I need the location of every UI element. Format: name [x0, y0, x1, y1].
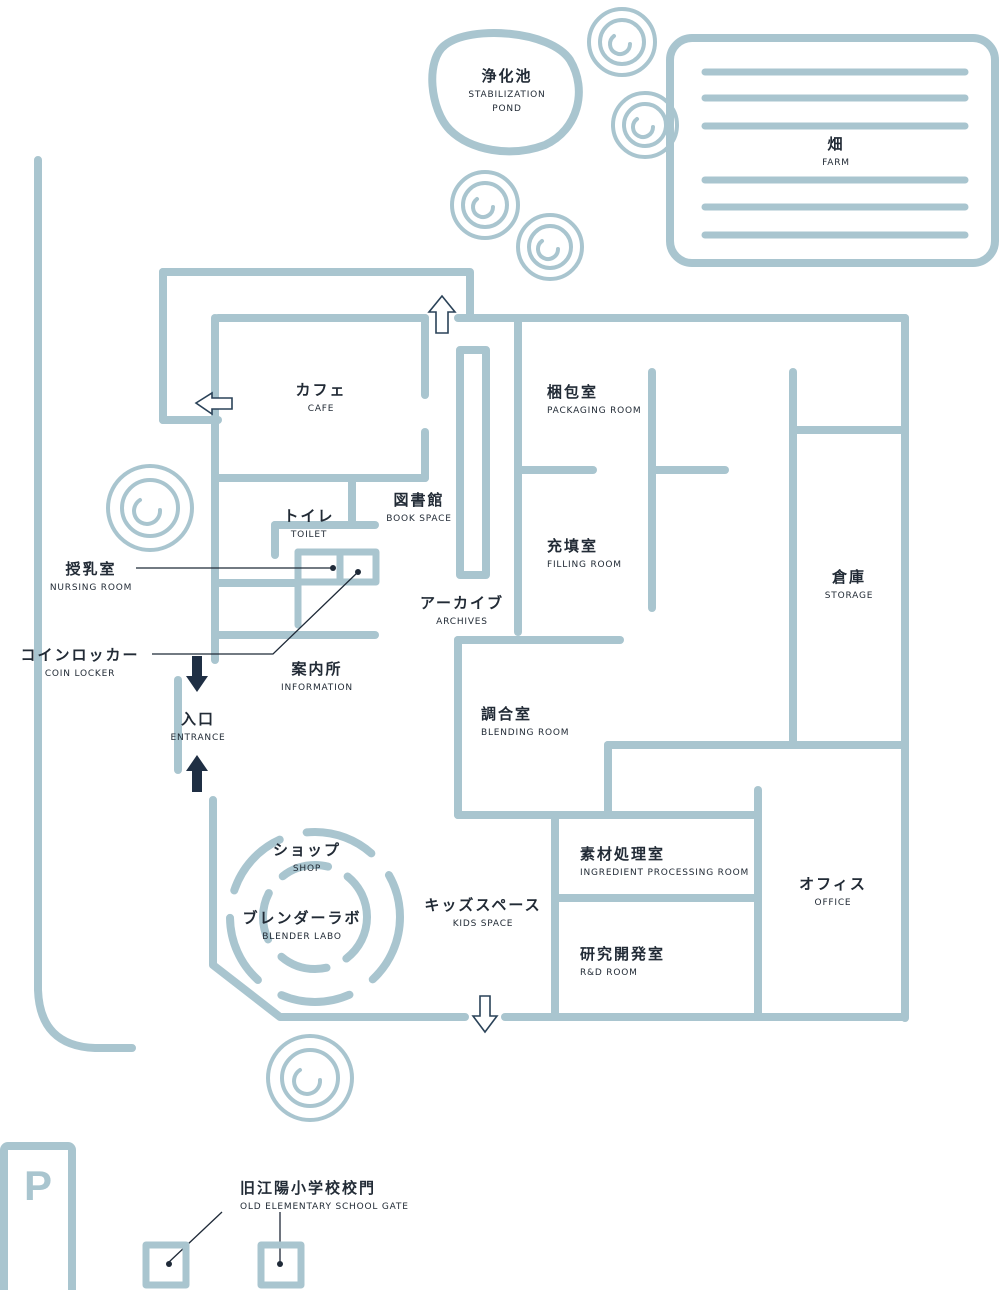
storage-label-en: STORAGE	[824, 591, 874, 601]
entrance-label-ja: 入口	[180, 710, 216, 728]
tree-icon	[106, 464, 194, 552]
blending-label: 調合室 BLENDING ROOM	[481, 704, 569, 740]
book-label: 図書館 BOOK SPACE	[386, 490, 451, 526]
entrance-label: 入口 ENTRANCE	[170, 709, 225, 745]
book-label-en: BOOK SPACE	[386, 514, 452, 524]
arrow-down-icon	[471, 995, 499, 1034]
gate-posts	[142, 1241, 305, 1289]
arrow-up-icon	[427, 294, 457, 334]
pond-label: 浄化池 STABILIZATION POND	[468, 66, 545, 116]
locker-label-ja: コインロッカー	[20, 646, 140, 664]
toilet-label-ja: トイレ	[283, 507, 335, 525]
parking-icon: P	[0, 1142, 76, 1290]
filling-label: 充填室 FILLING ROOM	[547, 536, 622, 572]
entrance-label-en: ENTRANCE	[170, 733, 226, 743]
packaging-label-en: PACKAGING ROOM	[547, 406, 642, 416]
arrow-up-icon	[186, 755, 208, 792]
tree-icon	[266, 1034, 354, 1122]
farm-plot	[666, 34, 999, 267]
shop-label-ja: ショップ	[272, 841, 342, 859]
blending-label-en: BLENDING ROOM	[481, 728, 570, 738]
pond-outline	[428, 29, 583, 156]
archives-label-ja: アーカイブ	[419, 594, 505, 612]
toilet-label: トイレ TOILET	[283, 506, 334, 542]
kids-label-ja: キッズスペース	[424, 896, 542, 914]
rd-label-en: R&D ROOM	[580, 968, 638, 978]
blending-label-ja: 調合室	[481, 705, 533, 723]
office-label-ja: オフィス	[799, 875, 867, 893]
blender-label: ブレンダーラボ BLENDER LABO	[242, 908, 361, 944]
ingredient-label-ja: 素材処理室	[580, 845, 666, 863]
filling-label-en: FILLING ROOM	[547, 560, 622, 570]
cafe-label: カフェ CAFE	[295, 380, 346, 416]
farm-label: 畑 FARM	[822, 134, 850, 170]
book-label-ja: 図書館	[393, 491, 445, 509]
shop-circle	[226, 828, 404, 1006]
archives-label-en: ARCHIVES	[436, 617, 488, 627]
locker-label-en: COIN LOCKER	[44, 669, 116, 679]
storage-label: 倉庫 STORAGE	[825, 567, 873, 603]
ingredient-label-en: INGREDIENT PROCESSING ROOM	[580, 868, 750, 878]
pond-label-en: STABILIZATION POND	[468, 90, 546, 114]
blender-label-en: BLENDER LABO	[262, 932, 342, 942]
office-label-en: OFFICE	[814, 898, 852, 908]
arrow-down-icon	[186, 656, 208, 692]
locker-label: コインロッカー COIN LOCKER	[20, 645, 139, 681]
svg-text:P: P	[24, 1162, 52, 1209]
info-label: 案内所 INFORMATION	[281, 659, 353, 695]
tree-icon	[587, 7, 657, 77]
nursing-label-en: NURSING ROOM	[49, 583, 133, 593]
kids-label-en: KIDS SPACE	[452, 919, 514, 929]
tree-icon	[611, 91, 679, 159]
tree-icon	[450, 170, 520, 240]
toilet-label-en: TOILET	[290, 530, 328, 540]
archives-label: アーカイブ ARCHIVES	[420, 593, 504, 629]
gate-label: 旧江陽小学校校門 OLD ELEMENTARY SCHOOL GATE	[240, 1178, 409, 1214]
rd-label: 研究開発室 R&D ROOM	[580, 944, 665, 980]
farm-label-ja: 畑	[827, 135, 845, 153]
blender-label-ja: ブレンダーラボ	[242, 909, 362, 927]
filling-label-ja: 充填室	[547, 537, 599, 555]
kids-label: キッズスペース KIDS SPACE	[424, 895, 541, 931]
rd-label-ja: 研究開発室	[580, 945, 666, 963]
packaging-label: 梱包室 PACKAGING ROOM	[547, 382, 641, 418]
gate-label-ja: 旧江陽小学校校門	[240, 1179, 377, 1197]
nursing-label-ja: 授乳室	[65, 560, 117, 578]
building-walls	[159, 268, 909, 1022]
leader-lines	[136, 565, 361, 1263]
road-line	[34, 156, 136, 1052]
arrow-left-icon	[194, 391, 233, 416]
ingredient-label: 素材処理室 INGREDIENT PROCESSING ROOM	[580, 844, 749, 880]
cafe-label-ja: カフェ	[295, 381, 347, 399]
gate-label-en: OLD ELEMENTARY SCHOOL GATE	[240, 1202, 409, 1212]
pond-label-ja: 浄化池	[481, 67, 533, 85]
nursing-label: 授乳室 NURSING ROOM	[50, 559, 132, 595]
info-label-en: INFORMATION	[281, 683, 353, 693]
tree-icon	[516, 213, 584, 281]
farm-label-en: FARM	[822, 158, 850, 168]
packaging-label-ja: 梱包室	[547, 383, 599, 401]
cafe-label-en: CAFE	[307, 404, 335, 414]
shop-label-en: SHOP	[292, 864, 322, 874]
storage-label-ja: 倉庫	[831, 568, 867, 586]
office-label: オフィス OFFICE	[799, 874, 867, 910]
shop-label: ショップ SHOP	[273, 840, 341, 876]
info-label-ja: 案内所	[291, 660, 343, 678]
